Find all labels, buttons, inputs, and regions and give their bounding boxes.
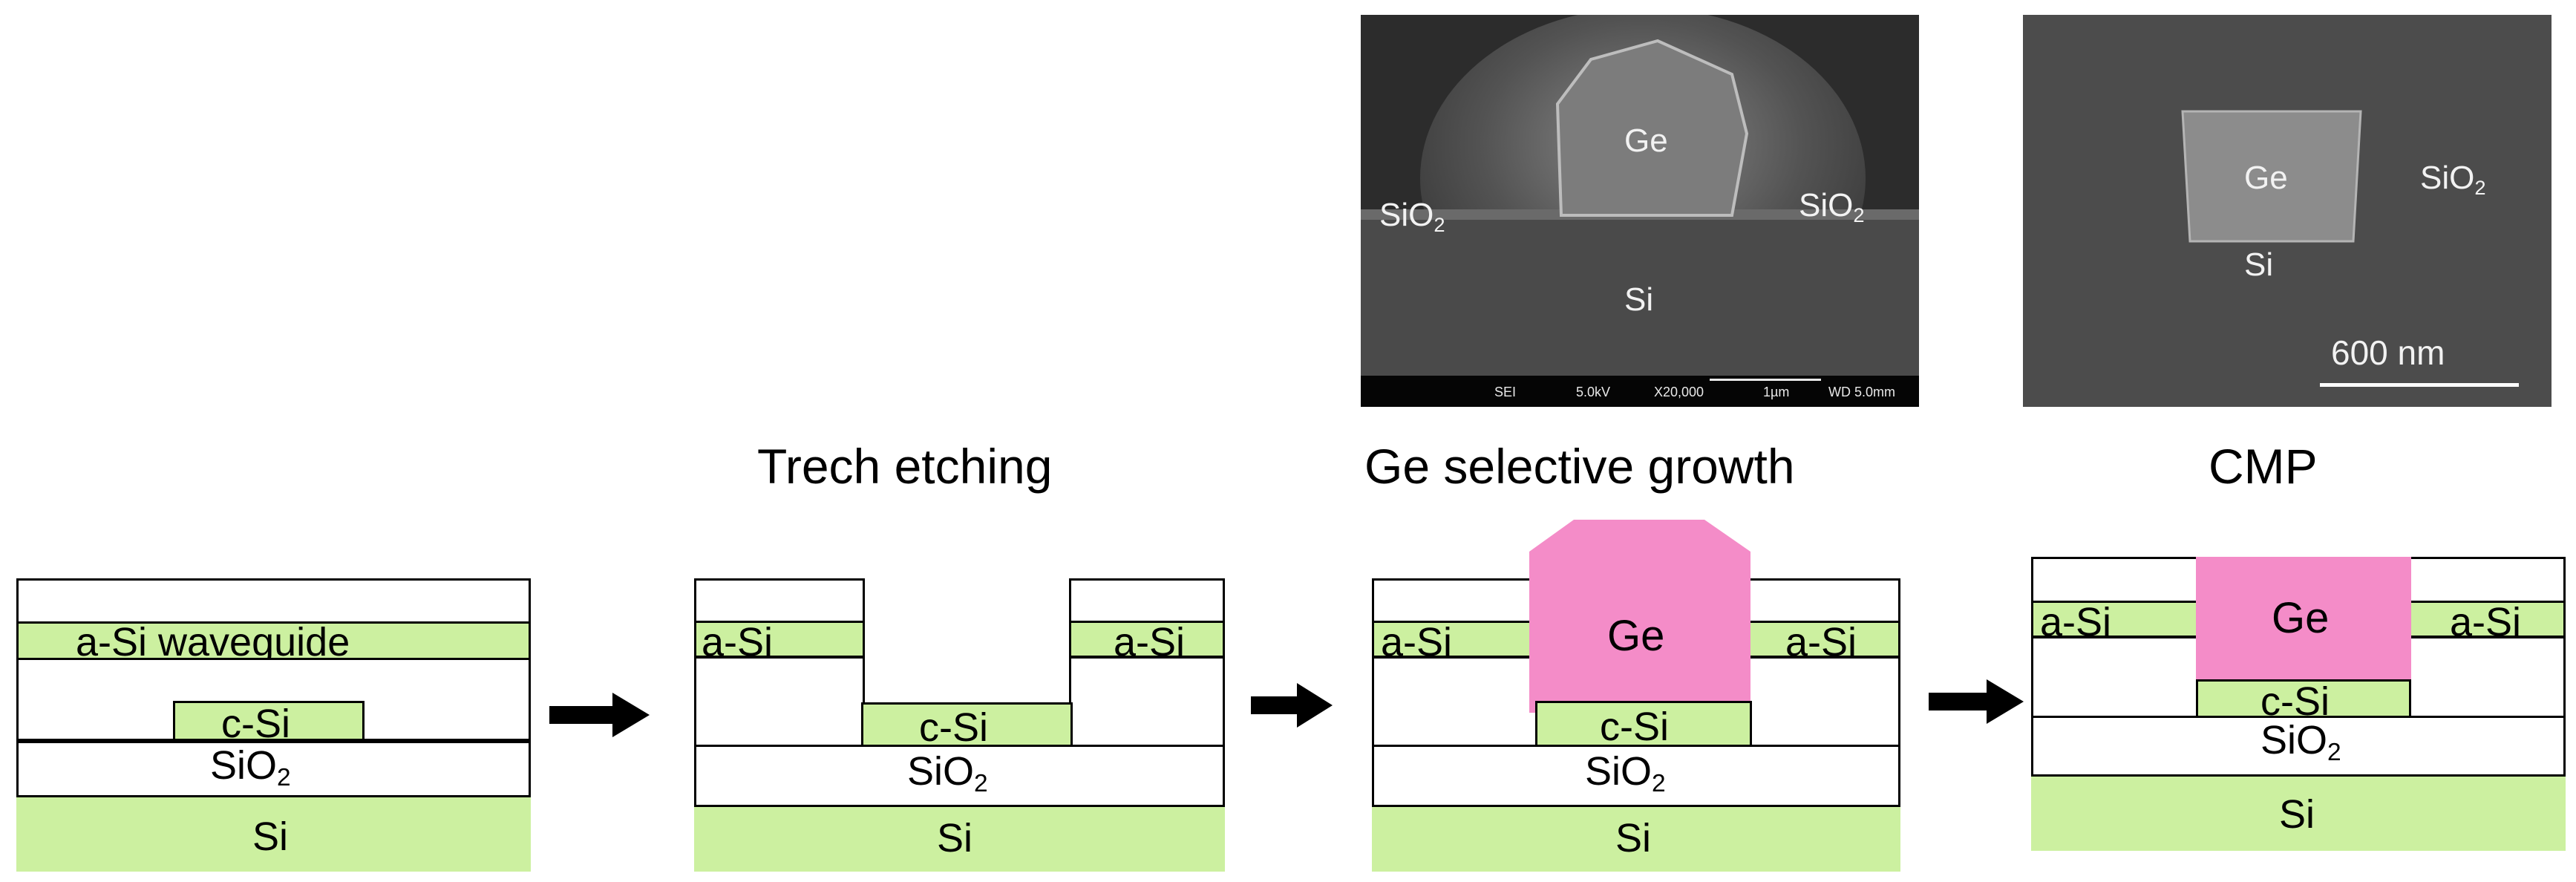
sem1-mag: X20,000 — [1654, 385, 1704, 399]
stack2-si-substrate — [694, 807, 1225, 872]
sem1-scale-bar — [1710, 379, 1821, 381]
stack4-a-si-right-label: a-Si — [2450, 600, 2522, 644]
stack4-si-substrate — [2031, 777, 2566, 851]
sem2-sio2-label: SiO2 — [2420, 160, 2486, 199]
stack2-sio2-label: SiO2 — [907, 749, 988, 798]
sem1-ge-label: Ge — [1624, 122, 1668, 159]
sem1-sio2-right-label: SiO2 — [1799, 187, 1865, 226]
stack1-si-label: Si — [252, 814, 289, 859]
stack2-mid-left — [694, 656, 865, 747]
stack2-a-si-right — [1069, 621, 1225, 658]
stack4-si-label: Si — [2279, 792, 2315, 837]
stack2-si-label: Si — [937, 816, 973, 860]
stack3-a-si-right — [1745, 621, 1900, 658]
stack3-sio2-label: SiO2 — [1585, 749, 1666, 798]
sem-ge-crystal — [1555, 39, 1749, 217]
stack3-top-left — [1372, 578, 1539, 623]
stack3-mid-right — [1745, 656, 1900, 747]
stack1-a-si-label: a-Si waveguide — [76, 620, 350, 664]
stack2-sio2-layer — [694, 745, 1225, 807]
stack3-mid-left — [1372, 656, 1539, 747]
stack1-a-si-layer — [16, 621, 531, 660]
sem-image-cmp: Ge SiO2 Si 600 nm — [2023, 15, 2552, 407]
stack1-sio2-layer — [16, 741, 531, 797]
stack2-c-si-label: c-Si — [919, 705, 988, 750]
stack1-c-si-label: c-Si — [221, 702, 290, 746]
stack3-ge-label: Ge — [1607, 612, 1665, 660]
stage-title-cmp: CMP — [2209, 439, 2318, 494]
stack3-ge-crystal — [1529, 520, 1750, 713]
stack4-sio2-layer — [2031, 716, 2566, 777]
stack2-top-right — [1069, 578, 1225, 623]
stack3-c-si-label: c-Si — [1600, 705, 1669, 749]
stack2-mid-right — [1069, 656, 1225, 747]
stack2-top-left — [694, 578, 865, 623]
sem1-scale: 1µm — [1763, 385, 1790, 399]
stack1-top-sio2 — [16, 578, 531, 625]
stage-title-trench: Trech etching — [757, 439, 1053, 494]
stack4-sio2-label: SiO2 — [2260, 718, 2341, 767]
right-arrow-icon — [549, 693, 650, 737]
stack4-c-si-label: c-Si — [2260, 679, 2330, 724]
sem1-wd: WD 5.0mm — [1828, 385, 1895, 399]
stack4-ge-block — [2196, 557, 2411, 682]
stage-title-growth: Ge selective growth — [1364, 439, 1795, 494]
sem2-scale-bar — [2320, 383, 2519, 387]
sem1-kv: 5.0kV — [1576, 385, 1611, 399]
stack4-ge-label: Ge — [2272, 594, 2330, 642]
stack3-a-si-left-label: a-Si — [1381, 620, 1453, 664]
sem1-si-label: Si — [1624, 281, 1654, 318]
sem2-scale-label: 600 nm — [2331, 333, 2445, 372]
stack3-si-substrate — [1372, 807, 1900, 872]
stack1-c-si-layer — [173, 701, 365, 741]
sem2-si-label: Si — [2244, 246, 2274, 283]
right-arrow-icon — [1929, 679, 2024, 724]
stack3-top-right — [1745, 578, 1900, 623]
stack4-a-si-left-label: a-Si — [2040, 600, 2112, 644]
stack3-a-si-right-label: a-Si — [1785, 620, 1857, 664]
sem-growth-texture — [1361, 15, 1919, 407]
stack1-sio2-label: SiO2 — [210, 743, 291, 792]
sem1-data-bar: SEI 5.0kV X20,000 1µm WD 5.0mm — [1361, 376, 1919, 407]
stack1-si-substrate — [16, 797, 531, 872]
sem1-sio2-left-label: SiO2 — [1379, 197, 1445, 236]
stack2-a-si-right-label: a-Si — [1114, 620, 1186, 664]
stack3-si-label: Si — [1615, 816, 1652, 860]
sem-image-growth: Ge SiO2 SiO2 Si SEI 5.0kV X20,000 1µm WD… — [1361, 15, 1919, 407]
stack2-a-si-left-label: a-Si — [702, 620, 774, 664]
sem2-ge-label: Ge — [2244, 160, 2288, 196]
stack3-sio2-layer — [1372, 745, 1900, 807]
right-arrow-icon — [1251, 683, 1333, 728]
sem-ge-block — [2181, 110, 2362, 243]
sem-cmp-texture — [2023, 15, 2552, 407]
sem1-mode: SEI — [1494, 385, 1517, 399]
